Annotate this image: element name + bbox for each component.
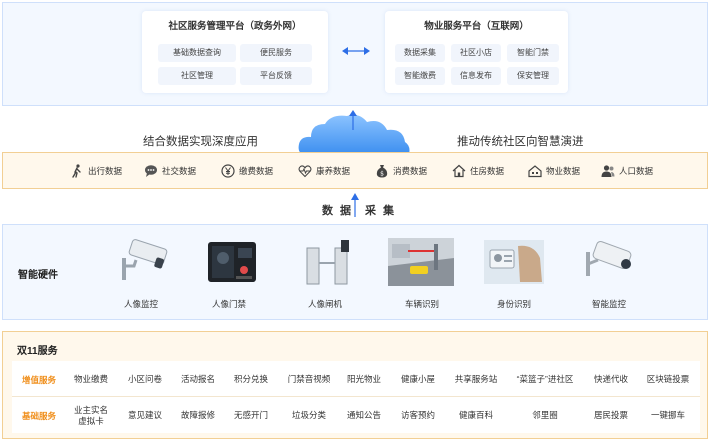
data-type-health: 康养数据: [298, 161, 350, 181]
basic-services-label: 基础服务: [22, 411, 57, 421]
bidirectional-arrow-icon: [342, 47, 370, 55]
data-type-label: 康养数据: [316, 166, 351, 176]
data-type-payment: 缴费数据: [221, 161, 273, 181]
property-platform-card: 物业服务平台（互联网） 数据采集 社区小店 智能门禁 智能缴费 信息发布 保安管…: [385, 11, 568, 93]
value-added-service-item: 共享服务站: [454, 374, 498, 384]
smart-camera-image: [586, 241, 632, 276]
value-added-service-item: 健康小屋: [400, 374, 435, 384]
data-type-label: 物业数据: [546, 166, 581, 176]
cloud-icon: [298, 114, 410, 154]
value-added-service-item: 快递代收: [593, 374, 628, 384]
svg-text:$: $: [380, 171, 384, 178]
value-added-service-item: 积分兑换: [233, 374, 268, 384]
community-item: 基础数据查询: [158, 44, 236, 62]
hardware-label: 智能监控: [591, 299, 626, 309]
hardware-label: 人像门禁: [211, 299, 246, 309]
chat-bubble-icon: [145, 165, 157, 177]
face-camera-image: [122, 239, 168, 280]
heart-pulse-icon: [298, 165, 312, 178]
people-icon: [601, 165, 615, 177]
value-added-service-item: 门禁音视频: [287, 374, 331, 384]
collect-label-right: 采 集: [365, 205, 397, 217]
basic-service-item: 意见建议: [127, 410, 162, 420]
services-panel: [12, 361, 700, 433]
community-item: 平台反馈: [240, 67, 312, 85]
property-item: 保安管理: [507, 67, 559, 85]
data-type-housing: 住房数据: [452, 161, 504, 181]
up-arrow-icon: [349, 110, 357, 130]
data-type-label: 住房数据: [470, 166, 505, 176]
data-type-label: 社交数据: [162, 166, 197, 176]
value-added-service-item: 活动报名: [180, 374, 215, 384]
property-item: 智能缴费: [395, 67, 445, 85]
face-turnstile-image: [306, 240, 349, 285]
walking-person-icon: [72, 164, 81, 178]
data-type-label: 消费数据: [393, 166, 428, 176]
hardware-label: 人像闸机: [307, 299, 342, 309]
basic-service-item: 一键挪车: [650, 410, 685, 420]
id-recognition-image: [484, 240, 544, 284]
hardware-title: 智能硬件: [18, 270, 58, 281]
yen-coin-icon: [221, 164, 235, 178]
value-added-service-item: 阳光物业: [346, 374, 381, 384]
collect-label-left: 数 据: [322, 205, 354, 217]
value-added-label: 增值服务: [22, 375, 57, 385]
basic-service-item: 通知公告: [346, 410, 381, 420]
basic-service-item: 垃圾分类: [291, 410, 326, 420]
platform-area: [2, 2, 708, 106]
data-type-consumption: $ 消费数据: [375, 161, 427, 181]
data-type-property: 物业数据: [528, 161, 580, 181]
value-added-service-item: 小区问卷: [127, 374, 162, 384]
basic-service-item: 访客预约: [400, 410, 435, 420]
vehicle-recognition-image: [388, 238, 454, 286]
hardware-area: [2, 224, 708, 320]
value-added-service-item: “菜篮子”进社区: [516, 374, 574, 384]
property-item: 数据采集: [395, 44, 445, 62]
data-type-social: 社交数据: [144, 161, 196, 181]
building-icon: [528, 165, 542, 178]
basic-service-item: 居民投票: [593, 410, 628, 420]
property-item: 社区小店: [451, 44, 501, 62]
hardware-label: 人像监控: [123, 299, 158, 309]
property-item: 信息发布: [451, 67, 501, 85]
value-added-service-item: 区块链投票: [646, 374, 690, 384]
community-item: 便民服务: [240, 44, 312, 62]
property-platform-title: 物业服务平台（互联网）: [424, 21, 529, 32]
house-icon: [452, 164, 466, 178]
hardware-label: 车辆识别: [404, 299, 439, 309]
money-bag-icon: $: [376, 165, 388, 178]
basic-service-item: 故障报修: [180, 410, 215, 420]
caption-left: 结合数据实现深度应用: [143, 136, 258, 148]
data-type-label: 人口数据: [619, 166, 654, 176]
caption-right: 推动传统社区向智慧演进: [457, 136, 584, 148]
value-added-service-item: 物业缴费: [73, 374, 108, 384]
basic-service-item: 健康百科: [458, 410, 493, 420]
data-types-strip: 出行数据 社交数据 缴费数据 康养数据 $ 消费数据 住房数据 物业数据 人口数…: [2, 152, 708, 189]
data-type-label: 缴费数据: [239, 166, 274, 176]
up-arrow-icon: [351, 193, 359, 217]
services-row-divider: [12, 396, 700, 397]
data-type-label: 出行数据: [88, 166, 123, 176]
community-item: 社区管理: [158, 67, 236, 85]
property-item: 智能门禁: [507, 44, 559, 62]
basic-service-item: 无感开门: [233, 410, 268, 420]
community-platform-title: 社区服务管理平台（政务外网）: [168, 21, 302, 32]
data-type-travel: 出行数据: [70, 161, 122, 181]
community-platform-card: 社区服务管理平台（政务外网） 基础数据查询 便民服务 社区管理 平台反馈: [142, 11, 328, 93]
basic-service-item: 业主实名 虚拟卡: [73, 405, 108, 426]
face-access-terminal-image: [208, 242, 256, 282]
basic-service-item: 邻里圈: [532, 410, 558, 420]
data-type-population: 人口数据: [601, 161, 653, 181]
hardware-label: 身份识别: [496, 299, 531, 309]
services-title: 双11服务: [17, 346, 58, 357]
